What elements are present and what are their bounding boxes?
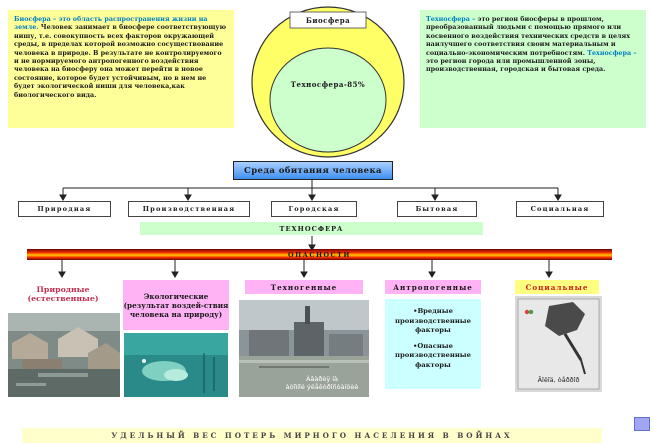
hazard-label: Социальные <box>525 282 589 292</box>
biosphere-diagram <box>251 6 405 158</box>
tech-photo-caption: Àâàðèÿ íà àòîìíîé ýëåêòðîñòàíöèè <box>285 375 359 391</box>
hazard-label: Антропогенные <box>393 282 473 292</box>
biosphere-note-text: Человек занимает в биосфере соответствую… <box>14 23 227 99</box>
hazard-label: Техногенные <box>270 282 338 292</box>
anthropogenic-detail: •Вредные производственные факторы •Опасн… <box>385 299 481 389</box>
biosphere-note: Биосфера – это область распространения ж… <box>8 10 234 128</box>
technosphere-band: ТЕХНОСФЕРА <box>140 222 483 235</box>
technosphere-text-2: это регион города или промышленной зоны,… <box>426 57 606 74</box>
env-box-social: Социальная <box>516 201 604 217</box>
technosphere-title-1: Техносфера – <box>426 15 476 23</box>
biosphere-label: Биосфера <box>305 16 351 25</box>
env-box-production: Производственная <box>128 201 250 217</box>
social-photo <box>515 296 602 392</box>
hazard-anthropogenic: Антропогенные <box>385 280 481 294</box>
technosphere-band-label: ТЕХНОСФЕРА <box>279 224 344 233</box>
nav-button[interactable] <box>634 417 650 431</box>
technosphere-85-label: Техносфера-85% <box>290 80 366 89</box>
hazard-label: Природные (естественные) <box>27 285 99 303</box>
technosphere-text-1: это регион биосферы в прошлом, преобразо… <box>426 15 631 57</box>
harmful-factors: •Вредные производственные факторы <box>395 307 471 334</box>
technosphere-title-2: Техносфера – <box>587 48 637 57</box>
env-box-urban: Городская <box>271 201 357 217</box>
hazard-social: Социальные <box>515 280 599 294</box>
ecology-photo <box>124 333 228 397</box>
env-label: Городская <box>288 205 340 213</box>
technosphere-circle <box>269 47 387 153</box>
env-label: Производственная <box>142 205 236 213</box>
hazard-technogenic: Техногенные <box>245 280 363 294</box>
habitat-label: Среда обитания человека <box>244 165 382 176</box>
env-label: Природная <box>37 205 92 213</box>
bottom-banner-label: УДЕЛЬНЫЙ ВЕС ПОТЕРЬ МИРНОГО НАСЕЛЕНИЯ В … <box>111 431 513 440</box>
env-label: Социальная <box>530 205 590 213</box>
dangerous-factors: •Опасные производственные факторы <box>395 341 471 369</box>
social-photo-caption: Ãîëîä, òåððîð <box>537 376 580 384</box>
hazards-band: ОПАСНОСТИ <box>27 249 612 260</box>
flood-photo <box>8 313 120 397</box>
biosphere-note-title: Биосфера – это область распространения ж… <box>14 15 208 32</box>
hazards-band-label: ОПАСНОСТИ <box>288 250 351 259</box>
env-box-natural: Природная <box>18 201 111 217</box>
bottom-banner: УДЕЛЬНЫЙ ВЕС ПОТЕРЬ МИРНОГО НАСЕЛЕНИЯ В … <box>22 428 602 443</box>
hazard-natural: Природные (естественные) <box>22 280 104 308</box>
env-box-domestic: Бытовая <box>397 201 477 217</box>
hazard-ecological: Экологические (результат воздей-ствия че… <box>123 280 229 330</box>
chernobyl-photo <box>239 300 369 397</box>
technosphere-note: Техносфера – это регион биосферы в прошл… <box>420 10 646 128</box>
env-label: Бытовая <box>415 205 459 213</box>
habitat-box: Среда обитания человека <box>233 161 393 180</box>
hazard-label: Экологические (результат воздей-ствия че… <box>123 291 229 319</box>
biosphere-label-box <box>289 11 367 29</box>
